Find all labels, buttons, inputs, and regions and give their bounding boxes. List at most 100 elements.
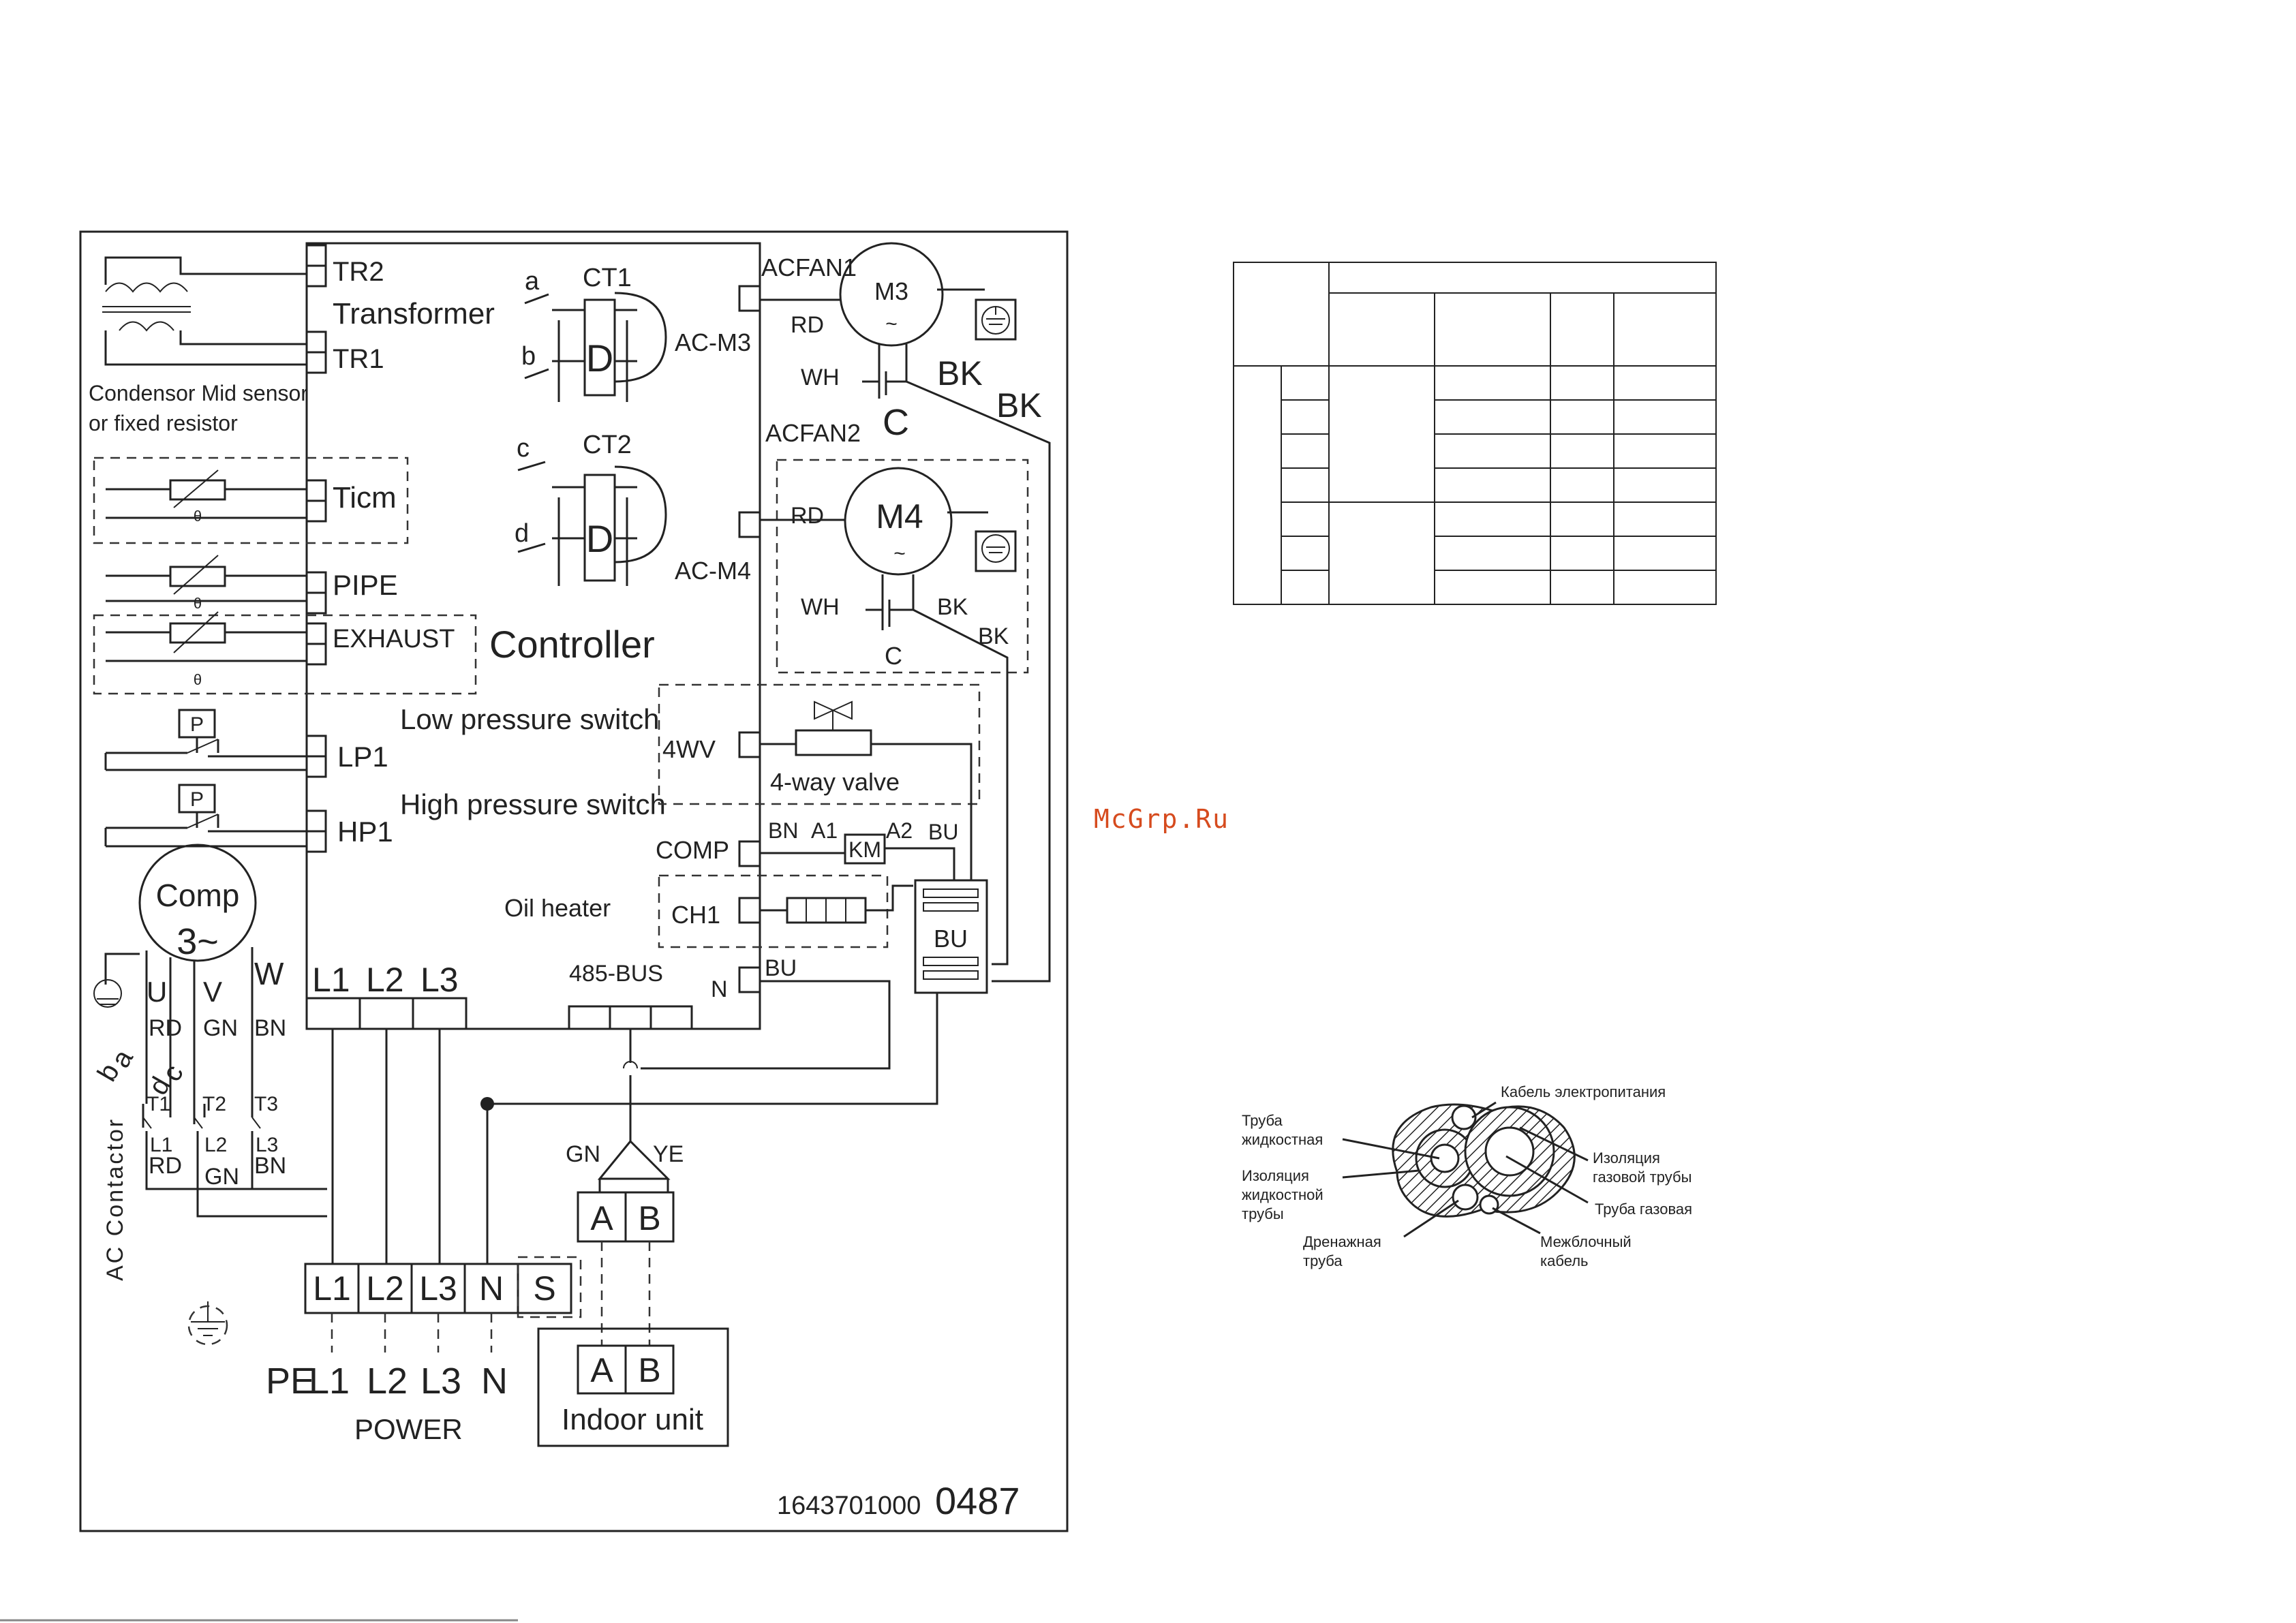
svg-text:L2: L2 [366, 1269, 404, 1308]
svg-text:L3: L3 [420, 1361, 461, 1402]
svg-text:BK: BK [937, 594, 968, 620]
svg-text:D: D [586, 337, 613, 380]
svg-text:Изоляция: Изоляция [1593, 1149, 1660, 1166]
bu-terminal-block: BU [487, 879, 988, 1105]
svg-text:L1: L1 [309, 1361, 350, 1402]
comp-contactor-line: COMP BN A1 KM A2 BU [656, 818, 958, 886]
svg-text:θ: θ [194, 671, 202, 688]
4wv-caption: 4-way valve [770, 768, 900, 796]
svg-text:V: V [203, 976, 222, 1008]
svg-text:Межблочный: Межблочный [1540, 1233, 1632, 1250]
transformer-label: Transformer [333, 297, 495, 330]
ac-m4-label: AC-M4 [675, 557, 751, 585]
svg-text:BU: BU [765, 955, 797, 981]
acfan1-label: ACFAN1 [761, 253, 857, 281]
485-bus-label: 485-BUS [569, 961, 663, 987]
hp-title: High pressure switch [400, 788, 666, 820]
svg-text:A1: A1 [811, 818, 838, 843]
acfan2-label: ACFAN2 [765, 419, 861, 447]
svg-text:BN: BN [254, 1153, 286, 1179]
condensor-note-1: Condensor Mid sensor [89, 381, 308, 405]
rs485-bus: 485-BUS N BU GN YE [566, 955, 891, 1199]
svg-text:YE: YE [653, 1141, 684, 1167]
svg-text:N: N [481, 1361, 508, 1402]
svg-text:N: N [711, 976, 728, 1002]
ticm-label: Ticm [333, 481, 397, 514]
svg-text:T1: T1 [147, 1093, 170, 1115]
svg-text:N: N [479, 1269, 504, 1308]
compressor: Comp 3~ U V W RD GN BN AC Contactor b a … [92, 844, 327, 1281]
svg-text:θ: θ [194, 595, 202, 612]
fan-motor-m4: ACFAN2 M4 ~ RD WH BK C BK [738, 419, 1029, 965]
svg-text:RD: RD [791, 503, 824, 529]
svg-text:W: W [254, 956, 284, 991]
svg-text:P: P [190, 788, 204, 811]
oil-heater-label: Oil heater [504, 894, 611, 922]
svg-text:Труба газовая: Труба газовая [1595, 1201, 1692, 1218]
svg-text:Дренажная: Дренажная [1303, 1233, 1381, 1250]
svg-text:L3: L3 [256, 1134, 278, 1156]
compressor-motor [138, 844, 257, 962]
svg-text:RD: RD [791, 312, 824, 338]
svg-text:B: B [638, 1351, 660, 1389]
svg-text:~: ~ [885, 313, 898, 335]
svg-text:c: c [517, 434, 530, 463]
svg-text:3~: 3~ [177, 921, 219, 962]
svg-text:L2: L2 [366, 961, 404, 999]
current-transformer-ct2: c CT2 d D AC-M4 [515, 431, 751, 586]
svg-text:CT1: CT1 [583, 264, 632, 292]
svg-text:T2: T2 [202, 1093, 226, 1115]
contactor-title: AC Contactor [102, 1117, 128, 1281]
oil-heater: Oil heater CH1 [504, 874, 913, 948]
part-number: 1643701000 [777, 1491, 921, 1520]
controller-power-terminal: L1 L2 L3 [305, 961, 494, 1264]
svg-text:Изоляция: Изоляция [1242, 1167, 1309, 1184]
svg-text:BK: BK [937, 354, 983, 392]
svg-text:BK: BK [996, 386, 1042, 424]
km-label: KM [848, 837, 881, 862]
indoor-unit-label: Indoor unit [562, 1403, 703, 1436]
svg-text:CH1: CH1 [671, 901, 720, 929]
svg-text:L3: L3 [420, 961, 459, 999]
svg-text:кабель: кабель [1540, 1252, 1589, 1269]
indoor-unit: A B Indoor unit [537, 1327, 729, 1447]
motor-m4 [844, 467, 953, 576]
svg-text:CT2: CT2 [583, 431, 632, 459]
exhaust-label: EXHAUST [333, 625, 455, 653]
svg-text:L1: L1 [150, 1134, 172, 1156]
bu-block-label: BU [934, 925, 968, 953]
main-terminal-block: L1 L2 L3 N S PE L1 L2 L3 N POWER [187, 1256, 582, 1445]
svg-text:жидкостная: жидкостная [1242, 1131, 1323, 1148]
svg-text:L1: L1 [312, 961, 350, 999]
svg-text:RD: RD [149, 1153, 182, 1179]
svg-text:GN: GN [204, 1164, 239, 1190]
svg-text:U: U [147, 976, 167, 1008]
svg-text:L2: L2 [204, 1134, 227, 1156]
comp-port-label: COMP [656, 836, 729, 864]
svg-text:трубы: трубы [1242, 1205, 1284, 1222]
svg-text:M3: M3 [874, 277, 908, 305]
svg-text:WH: WH [801, 365, 840, 390]
empty-table [1233, 262, 1717, 605]
comm-terminal-outdoor: A B [577, 1191, 675, 1346]
svg-text:GN: GN [566, 1141, 600, 1167]
fan-motor-m3: ACFAN1 M3 ~ RD WH BK C BK [738, 242, 1051, 983]
4wv-label: 4WV [662, 735, 716, 763]
svg-text:BN: BN [254, 1015, 286, 1041]
svg-text:C: C [883, 402, 909, 443]
condensor-note-2: or fixed resistor [89, 411, 238, 435]
power-label: POWER [354, 1413, 463, 1445]
svg-text:Comp: Comp [156, 878, 240, 913]
svg-text:P: P [190, 713, 204, 736]
wiring-diagram: TR2 Transformer TR1 Condensor Mid sensor… [79, 230, 1069, 1532]
svg-text:a: a [525, 267, 540, 296]
svg-text:WH: WH [801, 594, 840, 620]
svg-text:BN: BN [768, 818, 798, 843]
low-pressure-switch: P Low pressure switch LP1 [104, 703, 659, 778]
svg-text:труба: труба [1303, 1252, 1343, 1269]
four-way-valve: 4WV 4-way valve [658, 683, 981, 886]
pipe-sensor: θ PIPE [106, 555, 398, 615]
svg-text:BU: BU [928, 820, 958, 844]
svg-text:C: C [885, 642, 902, 670]
svg-text:A2: A2 [886, 818, 913, 843]
